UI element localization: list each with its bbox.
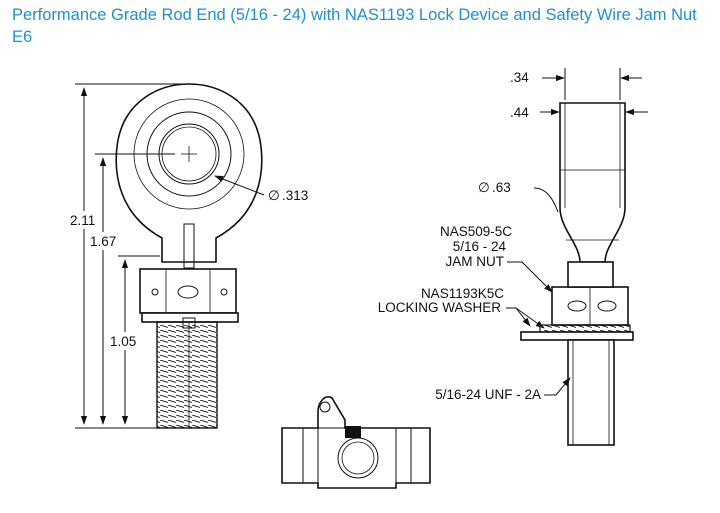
callout-washer-1: NAS1193K5C — [421, 286, 504, 301]
dim-center-to-nut: 1.67 — [90, 234, 116, 249]
dim-bore-symbol: ∅ — [268, 188, 280, 203]
side-washer — [539, 324, 631, 333]
dim-ball-diameter: .63 — [492, 180, 511, 195]
side-shank — [567, 339, 615, 446]
dim-ball-width: .34 — [510, 70, 529, 85]
threaded-shank — [156, 321, 218, 429]
dim-thread-length: 1.05 — [110, 334, 136, 349]
dim-ball-symbol: ∅ — [478, 180, 490, 195]
callout-washer-2: LOCKING WASHER — [378, 300, 502, 315]
bottom-view — [281, 396, 431, 489]
front-view: 2.11 1.67 1.05 ∅ .313 — [68, 83, 308, 429]
wire-slot — [183, 223, 195, 269]
page-title: Performance Grade Rod End (5/16 - 24) wi… — [12, 6, 697, 46]
callout-jam-nut-1: NAS509-5C — [440, 224, 512, 239]
rod-end-head — [115, 83, 263, 263]
callout-jam-nut-2: 5/16 - 24 — [453, 239, 507, 254]
callout-jam-nut-3: JAM NUT — [446, 254, 505, 269]
dim-overall-length: 2.11 — [70, 213, 95, 228]
side-view: .34 .44 ∅ .63 NAS509-5C 5/16 - 24 JAM NU… — [378, 68, 648, 446]
dim-bore: .313 — [282, 188, 308, 203]
dim-housing-width: .44 — [510, 105, 529, 120]
side-housing — [559, 102, 626, 263]
jam-nut — [139, 268, 237, 314]
callout-thread: 5/16-24 UNF - 2A — [435, 387, 541, 402]
